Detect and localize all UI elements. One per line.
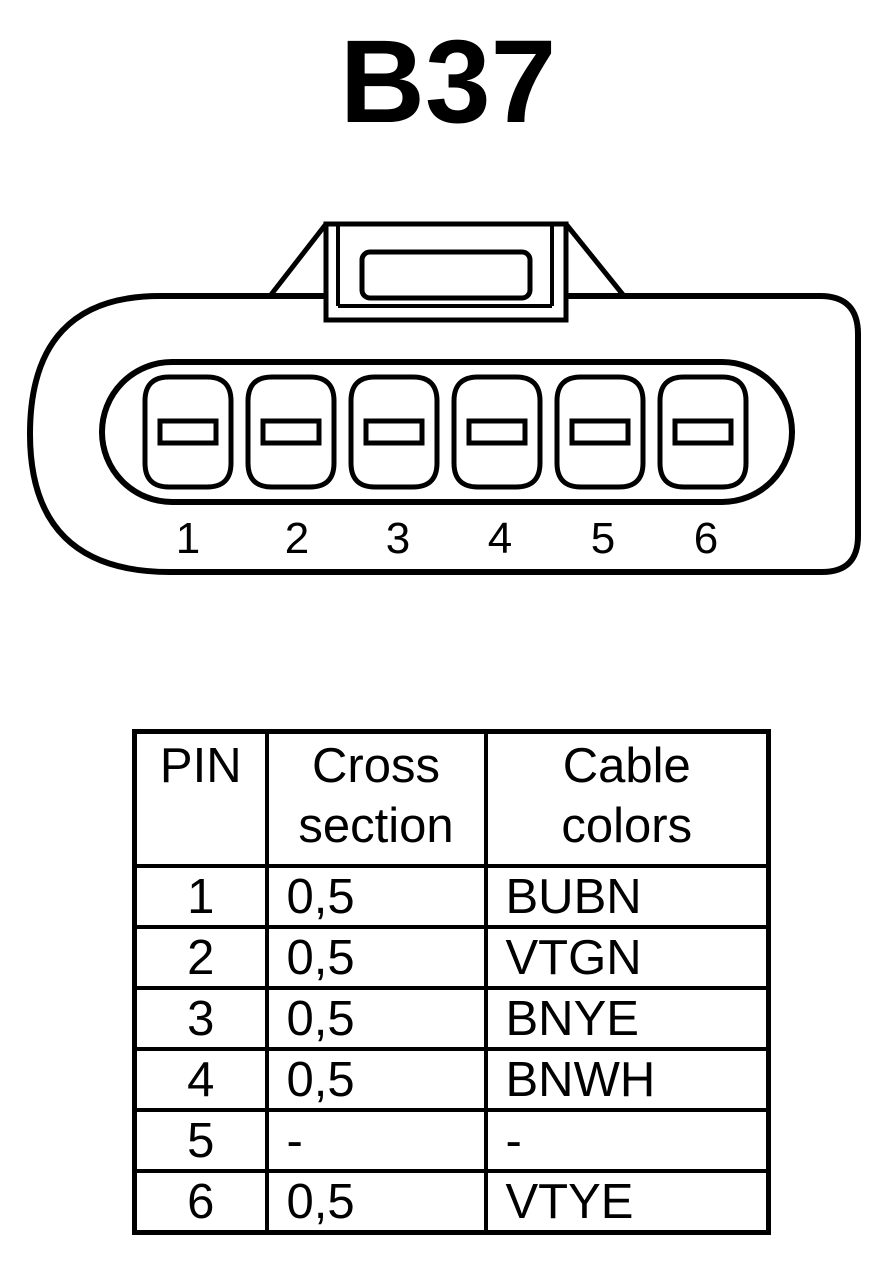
cell-cable-colors: BNYE [483, 986, 771, 1051]
cell-cable-colors: BNWH [483, 1047, 771, 1112]
connector-title: B37 [339, 16, 557, 148]
cell-cross-section: 0,5 [264, 986, 488, 1051]
header-cable-colors: Cable colors [483, 729, 771, 868]
pin-label: 6 [694, 514, 718, 563]
table-header-row: PIN Cross section Cable colors [132, 729, 771, 868]
cell-cross-section: 0,5 [264, 1047, 488, 1112]
cell-pin: 2 [132, 925, 269, 990]
cell-pin: 3 [132, 986, 269, 1051]
table-row: 6 0,5 VTYE [132, 1169, 771, 1235]
cell-pin: 6 [132, 1169, 269, 1235]
pin-label: 3 [386, 514, 410, 563]
pin-label: 1 [176, 514, 200, 563]
pin-labels: 1 2 3 4 5 6 [176, 514, 718, 563]
pin-label: 2 [285, 514, 309, 563]
table-row: 3 0,5 BNYE [132, 986, 771, 1051]
cell-cross-section: - [264, 1108, 488, 1173]
pin-label: 4 [488, 514, 512, 563]
cell-pin: 1 [132, 864, 269, 929]
cell-cross-section: 0,5 [264, 864, 488, 929]
table-row: 4 0,5 BNWH [132, 1047, 771, 1112]
cell-cable-colors: VTGN [483, 925, 771, 990]
cell-pin: 4 [132, 1047, 269, 1112]
cell-cross-section: 0,5 [264, 925, 488, 990]
table-row: 2 0,5 VTGN [132, 925, 771, 990]
cell-cable-colors: VTYE [483, 1169, 771, 1235]
table-row: 1 0,5 BUBN [132, 864, 771, 929]
pin-slot [260, 418, 322, 446]
pin-slot [466, 418, 528, 446]
table-row: 5 - - [132, 1108, 771, 1173]
cell-cable-colors: - [483, 1108, 771, 1173]
header-pin: PIN [132, 729, 269, 868]
header-cross-section: Cross section [264, 729, 488, 868]
latch-window [359, 249, 533, 301]
pin-label: 5 [591, 514, 615, 563]
cell-pin: 5 [132, 1108, 269, 1173]
cell-cross-section: 0,5 [264, 1169, 488, 1235]
pin-assignment-table: PIN Cross section Cable colors 1 0,5 BUB… [132, 729, 771, 1235]
pin-slot [672, 418, 734, 446]
connector-diagram: 1 2 3 4 5 6 [26, 221, 861, 575]
pin-slot [569, 418, 631, 446]
pin-slot [157, 418, 219, 446]
pin-slot [363, 418, 425, 446]
cell-cable-colors: BUBN [483, 864, 771, 929]
pins-group [142, 374, 749, 490]
